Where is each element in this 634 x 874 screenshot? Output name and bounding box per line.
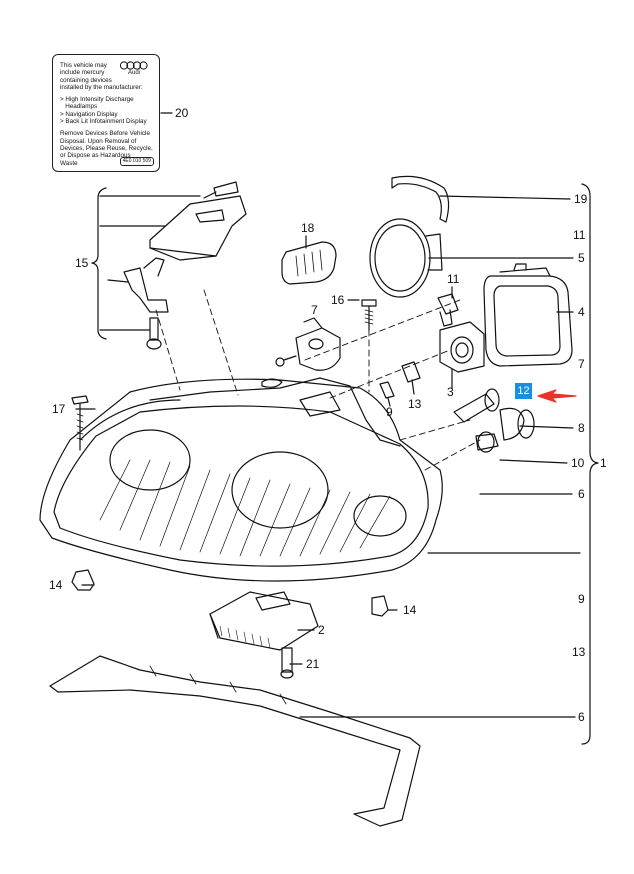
label-item: > Back Lit Infotainment Display	[60, 118, 147, 126]
callout-1: 1	[600, 456, 607, 470]
gasket-part-4	[483, 275, 573, 367]
label-line: include mercury	[60, 69, 105, 77]
connector-part-18	[281, 241, 337, 285]
callout-9-right: 9	[578, 592, 585, 606]
trim-strip-part-6	[49, 655, 421, 827]
callout-6-b: 6	[578, 710, 585, 724]
audi-logo: Audi	[119, 61, 149, 77]
callout-13: 13	[408, 397, 422, 411]
callout-5: 5	[578, 251, 585, 265]
callout-16: 16	[331, 293, 345, 307]
group-bracket-15	[91, 187, 107, 340]
disposal-line: Waste	[60, 159, 78, 167]
callout-6-a: 6	[578, 487, 585, 501]
callout-8: 8	[578, 421, 585, 435]
brand-text: Audi	[127, 70, 140, 76]
callout-19: 19	[574, 192, 588, 206]
callout-9: 9	[386, 405, 393, 419]
disposal-line: Devices, Please Reuse, Recycle,	[60, 144, 153, 152]
callout-14-a: 14	[49, 578, 63, 592]
callout-11: 11	[447, 272, 460, 286]
callout-14-b: 14	[403, 603, 417, 617]
label-item: > Navigation Display	[60, 110, 118, 118]
igniter-part-3	[439, 321, 485, 373]
callout-10: 10	[571, 456, 585, 470]
callout-7-right: 7	[578, 357, 585, 371]
highlight-arrow	[537, 389, 577, 403]
callout-18: 18	[301, 221, 315, 235]
audi-rings-icon	[119, 61, 148, 70]
callout-7: 7	[311, 303, 318, 317]
retaining-clip-part-19	[391, 175, 450, 223]
callout-2: 2	[318, 623, 325, 637]
assembly-bracket	[581, 183, 599, 745]
callout-4: 4	[578, 305, 585, 319]
callout-3: 3	[447, 385, 454, 399]
ballast-part-2	[209, 591, 319, 651]
disposal-line: Remove Devices Before Vehicle	[60, 130, 150, 138]
callout-12-highlighted[interactable]: 12	[515, 383, 532, 399]
callout-20: 20	[175, 106, 189, 120]
label-code: 4E0 010 509	[119, 157, 154, 166]
label-line: containing devices	[60, 76, 112, 84]
callout-21: 21	[306, 657, 320, 671]
label-line: This vehicle may	[60, 62, 107, 69]
callout-17: 17	[52, 402, 66, 416]
label-line: installed by the manufacturer:	[60, 83, 143, 91]
label-item: > High Intensity Discharge	[60, 96, 134, 104]
headlamp-housing-part-1	[39, 378, 443, 582]
callout-11-right: 11	[573, 228, 586, 242]
disposal-line: or Dispose as Hazardous	[60, 152, 131, 160]
label-item: Headlamps	[60, 103, 98, 111]
disposal-line: Disposal. Upon Removal of	[60, 137, 137, 145]
callout-15: 15	[75, 256, 89, 270]
mercury-warning-label-part-20: Audi This vehicle may include mercury co…	[52, 54, 160, 172]
callout-13-right: 13	[572, 645, 586, 659]
leveling-motor-part-7	[295, 327, 341, 371]
